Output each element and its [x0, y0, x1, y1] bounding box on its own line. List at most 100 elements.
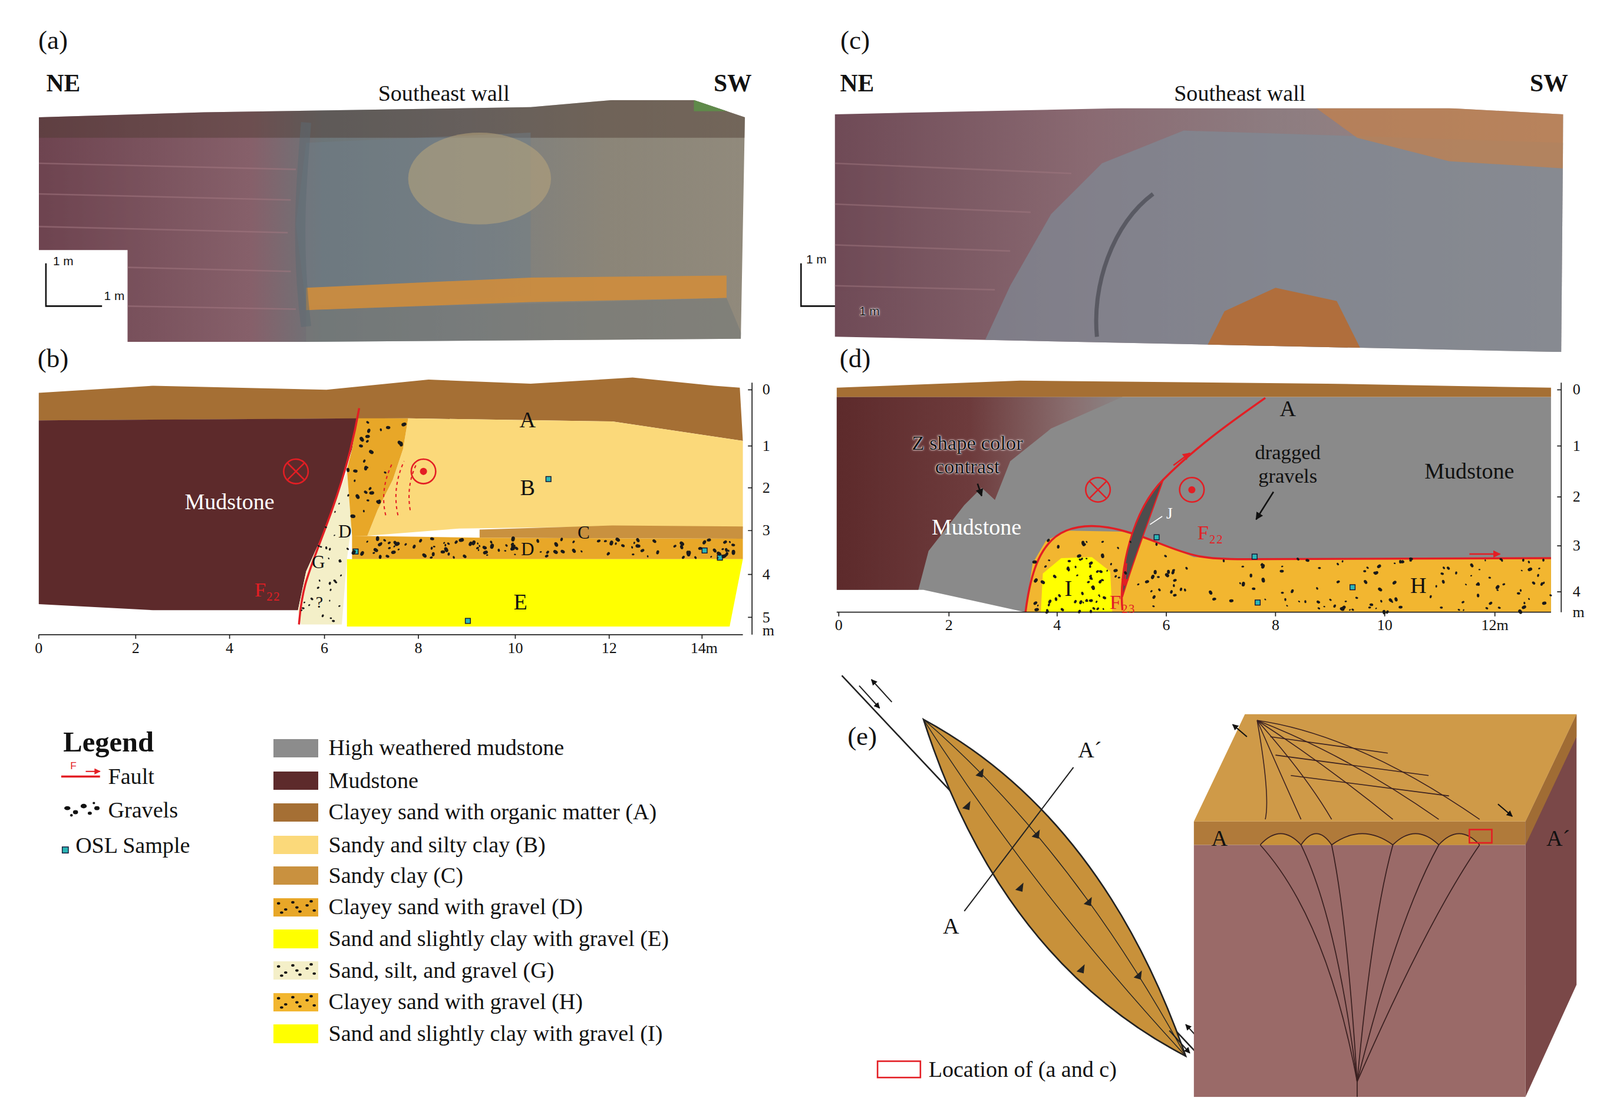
gravel-clast: [539, 551, 543, 553]
trench-photo: [38, 163, 296, 310]
gravel-clast: [720, 553, 727, 559]
gravel-clast: [387, 546, 392, 550]
gravel-clast: [1052, 573, 1058, 579]
gravel-clast: [1040, 579, 1047, 585]
legend-sample: [61, 775, 101, 778]
gravel-clast: [1305, 558, 1311, 563]
unit-label: A: [1279, 396, 1296, 422]
gravel-clast: [486, 553, 489, 556]
gravel-clast: [1095, 569, 1100, 573]
annotation: Z shape color contrast: [891, 431, 1045, 479]
unit-label: G: [311, 551, 326, 573]
gravel-clast: [368, 449, 375, 455]
trench-log: [1469, 553, 1500, 556]
gravel-clast: [552, 549, 559, 555]
gravel-clast: [1099, 595, 1101, 597]
gravel-clast: [1085, 599, 1089, 602]
gravel-clast: [614, 536, 621, 543]
gravel-clast: [383, 538, 387, 543]
trench-photo: [1203, 287, 1362, 352]
gravel-clast: [462, 553, 468, 559]
gravel-clast: [303, 601, 306, 604]
gravel-clast: [279, 1005, 284, 1009]
gravel-clast: [1455, 571, 1458, 575]
unit-label: D: [520, 538, 535, 560]
gravel-clast: [346, 467, 351, 473]
gravel-pattern: [273, 993, 319, 1012]
trench-log: [38, 382, 752, 639]
trench-log: [38, 634, 702, 639]
trench-log: [420, 467, 428, 475]
gravel-clast: [1089, 564, 1092, 568]
gravel-clast: [1354, 596, 1358, 599]
gravel-clast: [1387, 597, 1394, 603]
gravel-clast: [387, 540, 392, 545]
scale-label: 1 m: [859, 304, 880, 319]
gravel-clast: [497, 548, 501, 552]
gravel-clast: [482, 545, 488, 550]
panel-label: (b): [37, 344, 69, 375]
gravel-clast: [1086, 580, 1091, 584]
gravel-clast: [1446, 565, 1451, 570]
gravel-clast: [386, 425, 391, 430]
gravel-clast: [443, 546, 450, 553]
axis-number: 12m: [1481, 616, 1509, 635]
section-label: A´: [1546, 825, 1570, 852]
panel-label: (a): [38, 25, 68, 56]
annotation: dragged gravels: [1230, 440, 1345, 488]
gravel-clast: [350, 513, 356, 519]
gravel-clast: [421, 552, 428, 559]
unit-label: ?: [315, 592, 323, 612]
trench-log: [298, 471, 353, 625]
gravel-clast: [1172, 584, 1176, 587]
gravel-clast: [338, 604, 341, 607]
axis-number: 0: [762, 380, 771, 399]
gravel-clast: [418, 538, 423, 543]
gravel-clast: [1113, 574, 1118, 579]
trench-log: [1089, 481, 1107, 498]
gravel-clast: [447, 552, 451, 556]
trench-log: [479, 525, 744, 540]
trench-log: [298, 407, 359, 625]
axis-number: 10: [1377, 616, 1393, 635]
flower-structure-block: [1193, 714, 1577, 822]
gravel-clast: [1363, 579, 1368, 585]
gravel-clast: [489, 543, 495, 550]
gravel-clast: [298, 1004, 302, 1008]
trench-log: [836, 380, 1552, 398]
gravel-clast: [608, 539, 614, 546]
thrust-tooth: [1083, 896, 1093, 907]
gravel-clast: [553, 541, 559, 548]
gravel-clast: [503, 549, 507, 552]
gravel-clast: [1036, 604, 1039, 607]
axis-number: 8: [414, 639, 422, 658]
gravel-clast: [327, 556, 331, 560]
trench-log: [1025, 526, 1552, 613]
gravel-clast: [1541, 601, 1547, 606]
gravel-clast: [1429, 594, 1433, 599]
trench-log: [411, 459, 437, 484]
flower-structure-block: [1232, 724, 1247, 737]
gravel-clast: [1335, 579, 1341, 585]
gravel-clast: [1054, 596, 1058, 602]
gravel-clast: [365, 540, 369, 544]
gravel-clast: [375, 499, 381, 505]
gravel-clast: [1088, 575, 1091, 578]
gravel-clast: [716, 556, 719, 559]
axis-number: 14m: [690, 639, 718, 658]
trench-log: [1556, 389, 1562, 592]
gravel-clast: [317, 544, 320, 548]
gravel-clast: [1241, 581, 1246, 587]
fault-lens-map: [841, 675, 1209, 1078]
gravel-clast: [339, 573, 342, 577]
legend-label: Sandy and silty clay (B): [328, 832, 546, 859]
gravel-clast: [1323, 605, 1326, 608]
gravel-clast: [1304, 599, 1307, 603]
gravel-clast: [510, 536, 516, 543]
legend-label: Mudstone: [328, 767, 419, 794]
gravel-clast: [1123, 570, 1128, 575]
gravel-clast: [1098, 569, 1104, 574]
gravel-clast: [1116, 546, 1120, 550]
gravel-clast: [444, 543, 447, 547]
gravel-clast: [1539, 581, 1545, 587]
